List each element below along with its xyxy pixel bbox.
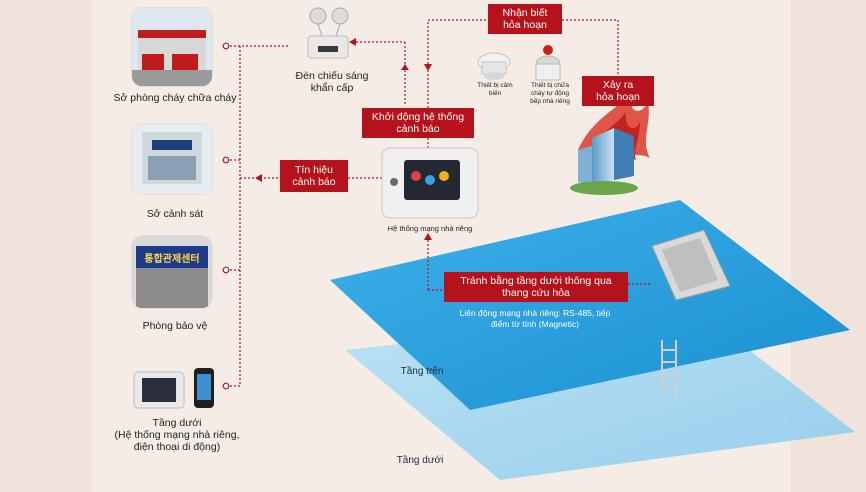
arrow-alarm-signal: [255, 174, 262, 182]
security-room-label: Phòng bảo vệ: [142, 320, 208, 332]
extinguisher-line-3: bếp nhà riêng: [530, 98, 570, 105]
extinguisher-line-2: cháy tự động: [531, 90, 569, 97]
sensor-line-2: biến: [488, 90, 502, 97]
security-room-photo: 통합관제센터: [132, 236, 212, 308]
detect-fire-line-1: Nhận biết: [502, 7, 548, 19]
start-alarm-box: Khởi động hệ thống cảnh báo: [362, 108, 474, 138]
start-alarm-line-1: Khởi động hệ thống: [371, 111, 465, 123]
home-network-label: Hệ thống mạng nhà riêng: [387, 224, 473, 233]
arrow-emergency-light: [349, 38, 356, 46]
lower-floor-home-label: Tầng dưới (Hệ thống mạng nhà riêng, điện…: [92, 417, 262, 453]
lower-floor-label: Tầng dưới: [396, 455, 444, 466]
fire-station-photo: [132, 8, 212, 86]
arrow-evacuate: [424, 233, 432, 240]
network-link-line-1: Liên động mạng nhà riêng: RS-485, tiếp: [459, 308, 611, 318]
emergency-light-line-2: khẩn cấp: [310, 82, 354, 94]
alarm-signal-line-2: cảnh báo: [292, 176, 336, 188]
extinguisher-label: Thiết bị chữa cháy tự động bếp nhà riêng: [524, 82, 576, 106]
sensor-icon: [477, 52, 511, 80]
evacuate-line-2: thang cứu hỏa: [502, 287, 570, 299]
arrow-down-center: [424, 64, 432, 71]
fire-escape-hatch-icon: [651, 229, 731, 301]
emergency-light-icon: [307, 7, 349, 59]
start-alarm-line-2: cảnh báo: [396, 123, 440, 135]
fire-occurs-line-2: hỏa hoạn: [596, 91, 640, 103]
lower-floor-home-line-1: Tầng dưới: [152, 417, 202, 429]
lower-floor-home-line-3: điện thoại di động): [133, 441, 221, 453]
evacuate-box: Tránh bằng tầng dưới thông qua thang cứu…: [444, 272, 628, 302]
fire-occurs-box: Xảy ra hỏa hoạn: [582, 76, 654, 106]
alarm-signal-box: Tín hiệu cảnh báo: [280, 160, 348, 192]
home-network-device-icon: [381, 147, 479, 219]
home-screen-phone-icon: [133, 368, 214, 409]
left-connector: [226, 45, 382, 387]
upper-floor-label: Tầng trên: [400, 366, 444, 377]
network-link-line-2: điểm từ tính (Magnetic): [491, 319, 579, 329]
security-sign-text: 통합관제센터: [144, 254, 200, 265]
fire-department-label: Sở phòng cháy chữa cháy: [113, 92, 237, 104]
detect-fire-box: Nhận biết hỏa hoạn: [488, 4, 562, 34]
detect-fire-line-2: hỏa hoạn: [503, 19, 547, 31]
sensor-line-1: Thiết bị cảm: [477, 82, 513, 89]
extinguisher-line-1: Thiết bị chữa: [531, 82, 569, 89]
alarm-signal-line-1: Tín hiệu: [295, 164, 333, 176]
upper-floor-panel: [330, 200, 850, 410]
connector-dots: [222, 42, 230, 390]
sensor-label: Thiết bị cảm biến: [470, 82, 520, 98]
network-link-label: Liên động mạng nhà riêng: RS-485, tiếp đ…: [440, 308, 630, 330]
emergency-light-label: Đèn chiếu sáng khẩn cấp: [282, 70, 382, 94]
evacuate-line-1: Tránh bằng tầng dưới thông qua: [460, 275, 612, 287]
fire-ladder: [661, 340, 677, 398]
left-band: [0, 0, 92, 492]
extinguisher-icon: [535, 45, 561, 81]
emergency-light-line-1: Đèn chiếu sáng: [295, 70, 369, 82]
police-station-photo: [132, 124, 212, 194]
lower-floor-home-line-2: (Hệ thống mạng nhà riêng,: [114, 429, 240, 441]
fire-occurs-line-1: Xảy ra: [602, 79, 634, 91]
arrow-start-alarm: [401, 64, 409, 70]
police-station-label: Sở cảnh sát: [146, 208, 204, 220]
burning-building: [570, 128, 638, 195]
